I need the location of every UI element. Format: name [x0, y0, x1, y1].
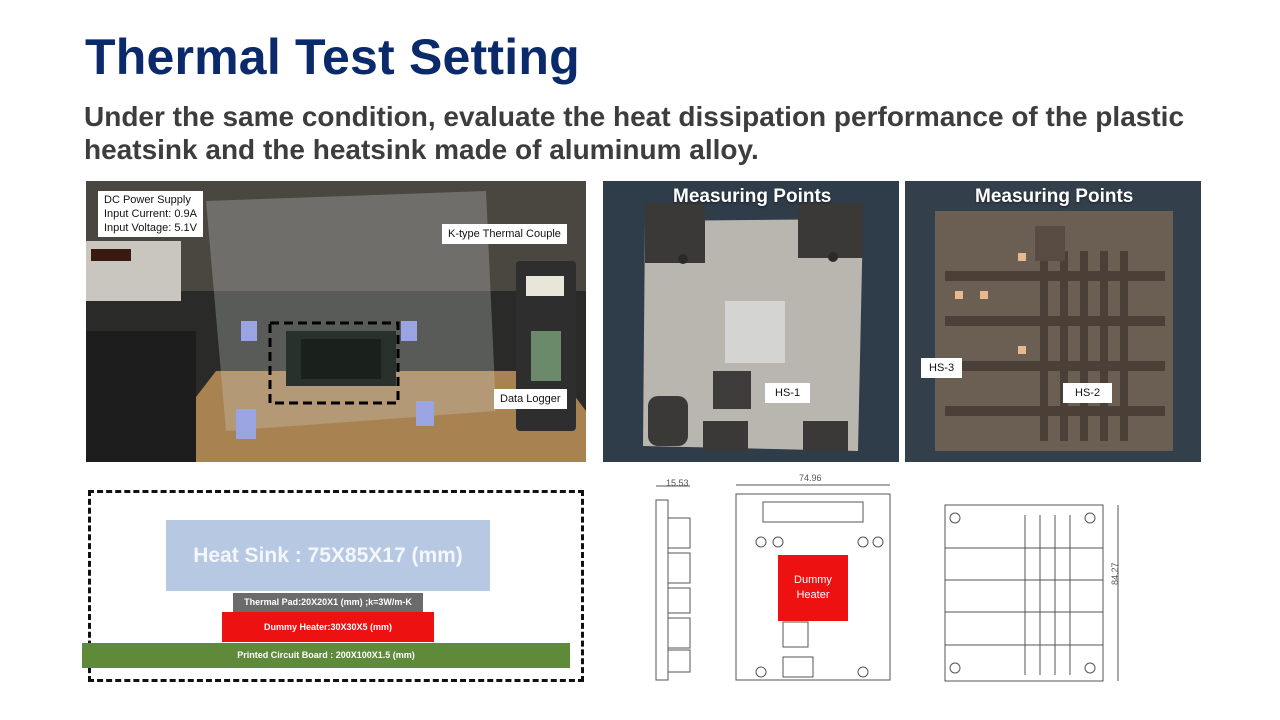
heater-label-line-2: Heater: [796, 589, 830, 601]
hs-3-label: HS-3: [921, 358, 963, 378]
width-dimension: 74.96: [799, 473, 822, 483]
side-view-drawing: 15.53: [648, 478, 698, 684]
height-dimension: 84.27: [1110, 562, 1120, 585]
input-current: Input Current: 0.9A: [104, 208, 197, 220]
stackup-diagram: Heat Sink : 75X85X17 (mm) Thermal Pad:20…: [82, 490, 584, 682]
thermocouple-label: K-type Thermal Couple: [442, 224, 567, 244]
aluminum-top-view-drawing: 74.96 Dummy Heater: [733, 472, 893, 684]
data-logger-label: Data Logger: [494, 389, 567, 409]
heat-sink-layer: Heat Sink : 75X85X17 (mm): [166, 520, 490, 591]
pcb-layer: Printed Circuit Board : 200X100X1.5 (mm): [82, 643, 570, 668]
plastic-top-view-drawing: 84.27: [940, 500, 1130, 684]
side-dimension: 15.53: [666, 478, 689, 488]
power-supply-title: DC Power Supply: [104, 194, 191, 206]
setup-photo: DC Power Supply Input Current: 0.9A Inpu…: [86, 181, 586, 462]
thermal-pad-layer: Thermal Pad:20X20X1 (mm) ;k=3W/m-K: [233, 593, 423, 612]
dummy-heater-layer: Dummy Heater:30X30X5 (mm): [222, 612, 434, 642]
aluminum-measuring-points-heading: Measuring Points: [673, 186, 832, 207]
plastic-heatsink-illustration: [905, 181, 1201, 462]
slide-subtitle: Under the same condition, evaluate the h…: [84, 101, 1185, 165]
heater-label-line-1: Dummy: [794, 574, 832, 586]
plastic-heatsink-photo: Measuring Points HS-3 HS-2: [905, 181, 1201, 462]
slide-title: Thermal Test Setting: [85, 29, 580, 85]
power-supply-label: DC Power Supply Input Current: 0.9A Inpu…: [98, 191, 203, 237]
hs-2-label: HS-2: [1063, 383, 1113, 403]
hs-1-label: HS-1: [765, 383, 811, 403]
input-voltage: Input Voltage: 5.1V: [104, 222, 197, 234]
aluminum-heatsink-photo: Measuring Points HS-1: [603, 181, 899, 462]
plastic-measuring-points-heading: Measuring Points: [975, 186, 1134, 207]
aluminum-heatsink-illustration: [603, 181, 899, 462]
